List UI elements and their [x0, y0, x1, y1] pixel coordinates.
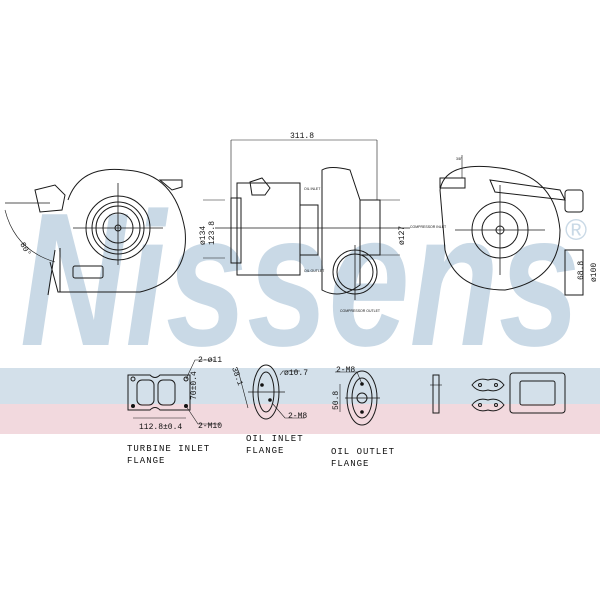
watermark-band-blue	[0, 368, 600, 404]
oil-outlet-studs-label: 2-M8	[336, 366, 355, 375]
compressor-dia-label: ø134	[199, 226, 208, 245]
oil-outlet-caption-1: OIL OUTLET	[331, 447, 395, 457]
center-view: 311.8 ø134 123.8 ø127 OIL INLET OIL OUTL…	[199, 132, 447, 313]
turbine-height-label: 70±0.4	[190, 371, 199, 400]
oil-inlet-flange: ø10.7 38.1 2-M8 OIL INLET FLANGE	[229, 364, 308, 456]
oil-outlet-spacing-label: 50.8	[332, 391, 341, 410]
turbine-width-label: 112.8±0.4	[139, 423, 182, 432]
oil-inlet-caption-2: FLANGE	[246, 446, 284, 456]
left-view: 80°	[4, 168, 186, 296]
compressor-outlet-label: COMPRESSOR OUTLET	[340, 309, 381, 313]
oil-inlet-dia-label: ø10.7	[284, 369, 308, 378]
turbine-studs-label: 2-M10	[198, 422, 222, 431]
registered-mark: ®	[565, 214, 587, 247]
oil-outlet-label: OIL OUTLET	[304, 269, 325, 273]
right-view: 3/8" 68.8 ø100	[439, 155, 599, 296]
turbine-outlet-dia-label: ø127	[398, 226, 407, 245]
oil-inlet-caption-1: OIL INLET	[246, 434, 304, 444]
turbine-caption-1: TURBINE INLET	[127, 444, 210, 454]
oil-inlet-studs-label: 2-M8	[288, 412, 307, 421]
oil-outlet-caption-2: FLANGE	[331, 459, 369, 469]
accessory-parts	[430, 372, 566, 414]
right-top-label: 3/8"	[456, 157, 463, 161]
oil-inlet-label: OIL INLET	[304, 187, 321, 191]
oil-outlet-flange: 2-M8 50.8 OIL OUTLET FLANGE	[331, 366, 395, 469]
turbine-holes-label: 2-ø11	[198, 356, 222, 365]
right-flange-inner-label: 68.8	[577, 261, 586, 280]
turbine-caption-2: FLANGE	[127, 456, 165, 466]
right-flange-dia-label: ø100	[590, 263, 599, 282]
turbine-inlet-flange: 2-ø11 2-M10 112.8±0.4 70±0.4 TURBINE INL…	[127, 356, 222, 466]
overall-length-label: 311.8	[290, 132, 314, 141]
compressor-inlet-label: COMPRESSOR INLET	[410, 225, 447, 229]
compressor-inner-label: 123.8	[208, 221, 217, 245]
